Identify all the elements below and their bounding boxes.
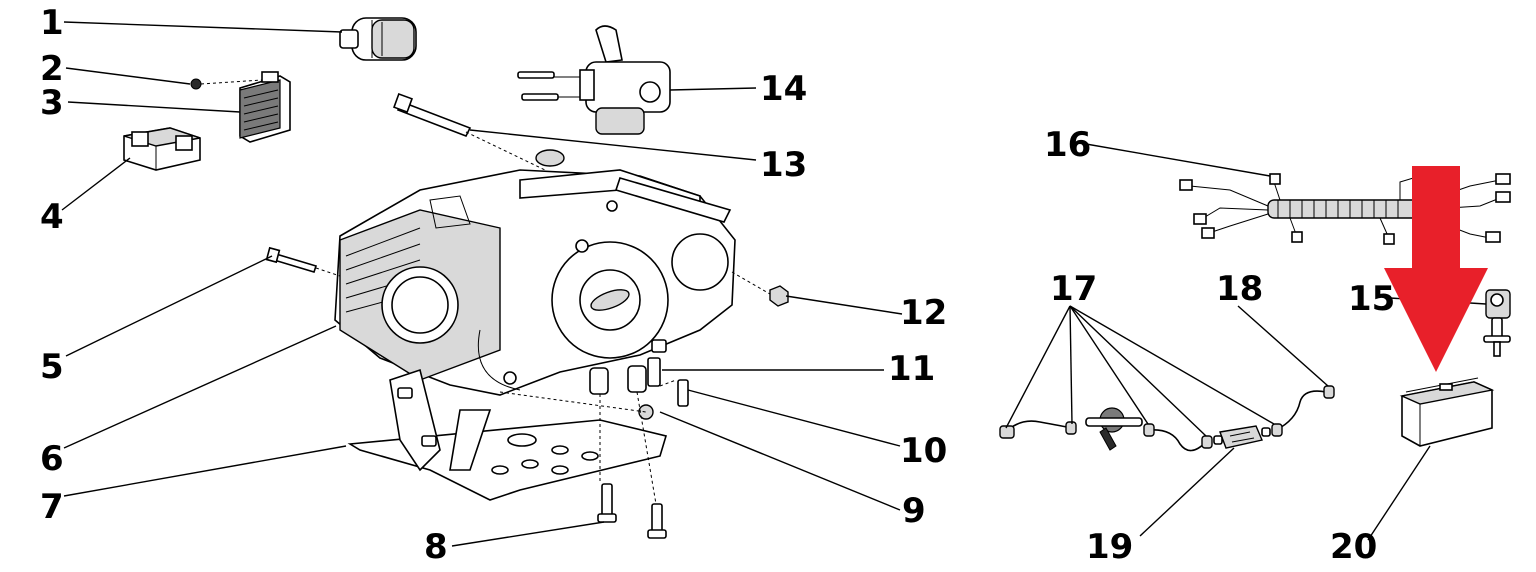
callout-6: 6 xyxy=(40,439,64,479)
callout-8: 8 xyxy=(424,527,448,567)
callout-5: 5 xyxy=(40,347,64,387)
part-skid-bolts xyxy=(597,483,667,539)
callout-3: 3 xyxy=(40,83,64,123)
part-mount-bolt xyxy=(265,246,318,273)
callout-18: 18 xyxy=(1216,269,1264,309)
part-small-nut xyxy=(190,78,202,90)
part-starter-motor xyxy=(339,17,417,61)
part-carburetor xyxy=(517,25,671,135)
callout-19: 19 xyxy=(1086,527,1134,567)
callout-12: 12 xyxy=(900,293,948,333)
part-fuel-system xyxy=(999,385,1335,452)
part-battery xyxy=(1399,377,1495,447)
part-long-bolt xyxy=(393,93,472,138)
leader-lines xyxy=(61,21,1487,547)
callout-4: 4 xyxy=(40,197,64,237)
part-wiring-harness xyxy=(1179,173,1511,245)
part-valve xyxy=(1483,289,1511,357)
part-cdi-unit xyxy=(123,127,201,171)
callout-7: 7 xyxy=(40,487,64,527)
part-regulator xyxy=(239,71,291,143)
assembly-lines xyxy=(200,76,771,505)
callout-2: 2 xyxy=(40,49,64,89)
callout-14: 14 xyxy=(760,69,808,109)
part-spacers xyxy=(589,339,689,420)
callout-10: 10 xyxy=(900,431,948,471)
part-flange-nut xyxy=(769,285,789,307)
part-engine-block xyxy=(334,149,736,396)
callout-11: 11 xyxy=(888,349,936,389)
callout-1: 1 xyxy=(40,3,64,43)
callout-15: 15 xyxy=(1348,279,1396,319)
part-skid-plate xyxy=(347,368,668,501)
callout-9: 9 xyxy=(902,491,926,531)
callout-13: 13 xyxy=(760,145,808,185)
callout-17: 17 xyxy=(1050,269,1098,309)
red-arrow-down-icon xyxy=(1384,166,1488,372)
callout-16: 16 xyxy=(1044,125,1092,165)
highlight-arrow xyxy=(1384,166,1488,372)
callout-20: 20 xyxy=(1330,527,1378,567)
